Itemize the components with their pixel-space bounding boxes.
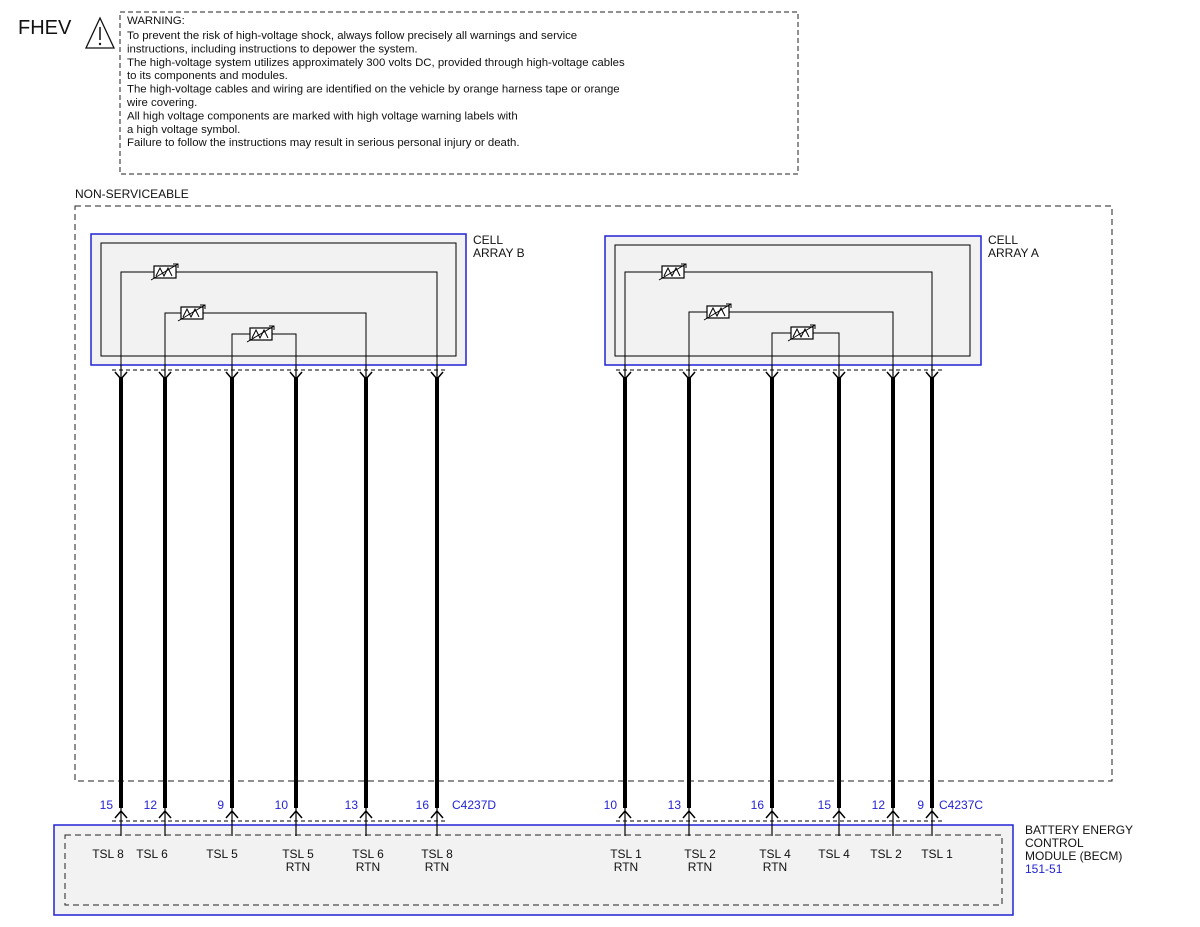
thermistor-icon	[658, 263, 687, 281]
warning-line: To prevent the risk of high-voltage shoc…	[127, 30, 577, 42]
thermistor-icon	[177, 304, 206, 322]
pin-number: 9	[917, 798, 924, 812]
signal-label: RTN	[356, 860, 380, 874]
pin-number: 13	[345, 798, 359, 812]
cell-array-b	[90, 233, 467, 377]
page-title: FHEV	[18, 17, 72, 39]
cell-array-b-label-2: ARRAY B	[473, 246, 525, 260]
pin-number: 12	[872, 798, 886, 812]
warning-line: The high-voltage cables and wiring are i…	[127, 84, 620, 96]
pin-number: 16	[751, 798, 765, 812]
warning-heading: WARNING:	[127, 15, 185, 27]
becm-label-1: BATTERY ENERGY	[1025, 823, 1133, 837]
pin-number: 10	[604, 798, 618, 812]
thermistor-icon	[246, 325, 275, 343]
thermistor-icon	[787, 324, 816, 342]
connector-d-id: C4237D	[452, 798, 496, 812]
pin-number: 12	[144, 798, 158, 812]
signal-label: TSL 5	[282, 847, 314, 861]
warning-line: The high-voltage system utilizes approxi…	[127, 57, 625, 69]
signal-label: RTN	[763, 860, 787, 874]
signal-label: TSL 6	[352, 847, 384, 861]
signal-label: TSL 8	[421, 847, 453, 861]
warning-line: to its components and modules.	[127, 70, 288, 82]
signal-label: TSL 2	[870, 847, 902, 861]
warning-line: wire covering.	[126, 97, 197, 109]
becm-label-3: MODULE (BECM)	[1025, 849, 1122, 863]
signal-label: RTN	[688, 860, 712, 874]
signal-label: TSL 4	[818, 847, 850, 861]
warning-triangle-icon	[84, 16, 116, 49]
signal-label: TSL 6	[136, 847, 168, 861]
becm-ref: 151-51	[1025, 862, 1063, 876]
signal-label: RTN	[425, 860, 449, 874]
becm-label-2: CONTROL	[1025, 836, 1084, 850]
signal-label: TSL 2	[684, 847, 716, 861]
signal-label: TSL 4	[759, 847, 791, 861]
warning-text: To prevent the risk of high-voltage shoc…	[126, 30, 625, 149]
pin-number: 9	[217, 798, 224, 812]
thermistor-icon	[703, 303, 732, 321]
non-serviceable-region	[74, 205, 1113, 782]
cell-array-a	[604, 235, 982, 377]
warning-line: instructions, including instructions to …	[127, 43, 418, 55]
signal-label: RTN	[614, 860, 638, 874]
signal-label: TSL 5	[206, 847, 238, 861]
pin-number: 15	[818, 798, 832, 812]
non-serviceable-label: NON-SERVICEABLE	[75, 187, 189, 201]
pin-number: 16	[416, 798, 430, 812]
cell-array-b-label-1: CELL	[473, 233, 503, 247]
signal-label: TSL 8	[92, 847, 124, 861]
becm-inner	[64, 834, 1003, 906]
cell-array-a-label-1: CELL	[988, 233, 1018, 247]
signal-label: RTN	[286, 860, 310, 874]
pin-number: 13	[668, 798, 682, 812]
warning-line: a high voltage symbol.	[127, 124, 240, 136]
cell-array-a-label-2: ARRAY A	[988, 246, 1039, 260]
warning-line: All high voltage components are marked w…	[127, 110, 518, 122]
warning-line: Failure to follow the instructions may r…	[127, 137, 520, 149]
pin-number: 15	[100, 798, 114, 812]
becm-module	[53, 824, 1014, 916]
pin-number: 10	[275, 798, 289, 812]
thermistor-icon	[150, 263, 179, 281]
signal-label: TSL 1	[921, 847, 953, 861]
warning-box	[119, 11, 799, 175]
connector-c-id: C4237C	[939, 798, 983, 812]
signal-label: TSL 1	[610, 847, 642, 861]
